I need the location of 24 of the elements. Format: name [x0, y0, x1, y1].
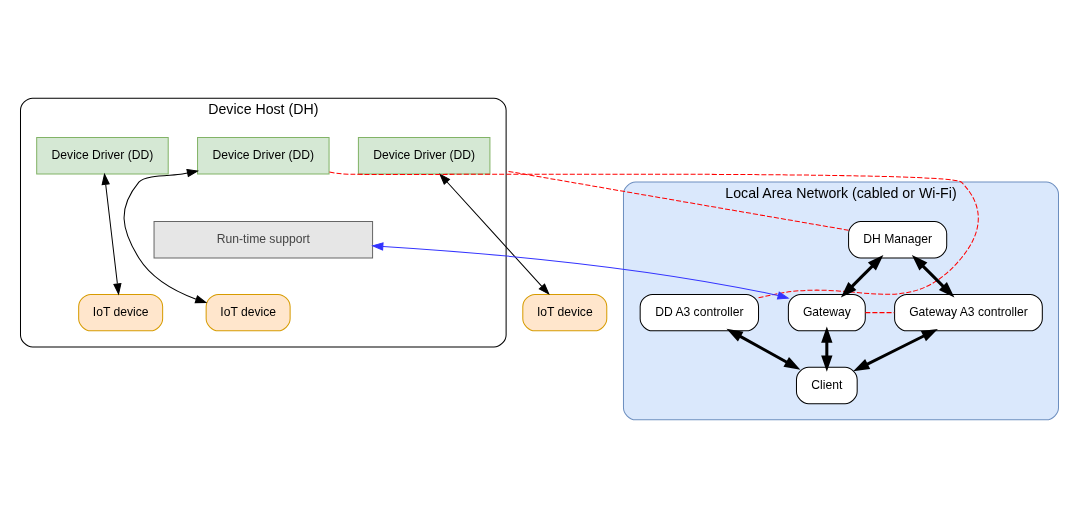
arrow: [726, 328, 801, 370]
arrow: [439, 172, 550, 295]
arrow: [853, 328, 938, 371]
node-box: Gateway A3 controller: [894, 293, 1043, 331]
arrow: [123, 168, 208, 303]
connector: [505, 170, 850, 231]
node-box: DD A3 controller: [639, 293, 760, 331]
node-box: Gateway: [787, 293, 866, 331]
arrow: [371, 241, 790, 300]
node-box: IoT device: [78, 293, 164, 331]
node-box: IoT device: [205, 293, 291, 331]
node-box: Client: [795, 366, 858, 404]
node-box: Device Driver (DD): [197, 136, 330, 175]
node-box: IoT device: [522, 293, 608, 331]
connector: [864, 311, 895, 313]
node-box: DH Manager: [848, 220, 948, 258]
connector: [328, 171, 979, 298]
arrow: [911, 254, 955, 298]
arrow: [101, 172, 122, 295]
arrow: [840, 254, 884, 298]
node-box: Device Driver (DD): [357, 136, 491, 175]
node-box: Run-time support: [153, 220, 374, 258]
arrow: [821, 326, 833, 372]
node-box: Device Driver (DD): [36, 136, 169, 175]
